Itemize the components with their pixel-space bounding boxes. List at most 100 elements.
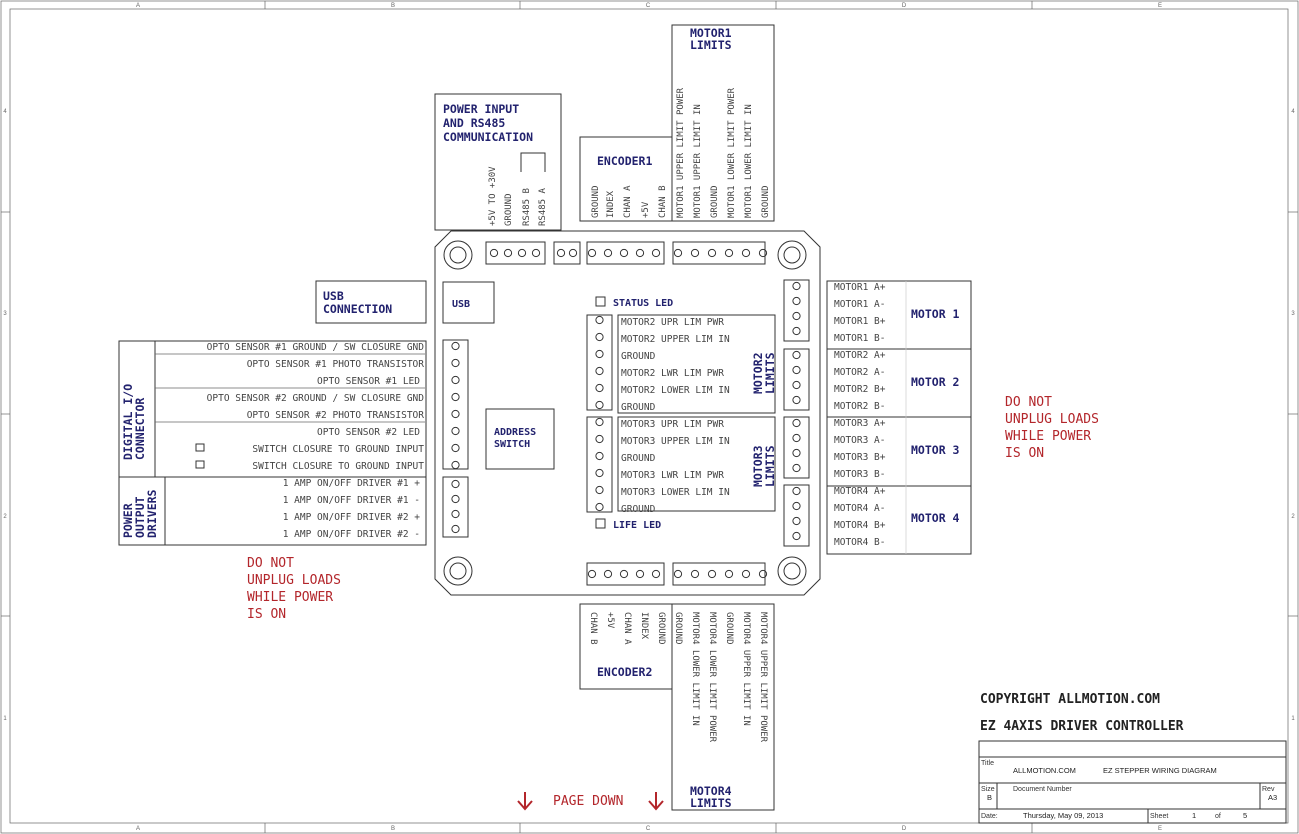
motor3-limit-row-4: MOTOR3 LWR LIM PWR xyxy=(621,470,724,481)
motor3-limits-connector-pin-1 xyxy=(595,417,604,427)
tb-docnum-label: Document Number xyxy=(1013,786,1072,793)
warning-left-line-4: IS ON xyxy=(247,607,286,622)
encoder1-connector-body xyxy=(586,241,665,265)
motor1-limits-connector-pin-6 xyxy=(758,248,768,258)
digital-io-block: DIGITAL I/O CONNECTOR OPTO SENSOR #1 GRO… xyxy=(118,340,427,478)
motor2-limits-connector-pin-3 xyxy=(595,349,604,359)
motor2-pin-1: MOTOR2 A+ xyxy=(834,350,886,361)
motor4-pin-3: MOTOR4 B+ xyxy=(834,520,886,531)
tb-date-value: Thursday, May 09, 2013 xyxy=(1023,811,1103,820)
motor4-limits-connector-body xyxy=(672,562,766,586)
motor4-limits-connector-pin-2 xyxy=(690,569,700,579)
power-output-title-1: POWER xyxy=(121,503,135,538)
encoder2-pin-2: +5V xyxy=(605,612,615,629)
mount-hole-outer-2 xyxy=(777,240,807,270)
grid-row-right-1: 1 xyxy=(1291,716,1295,722)
motor2-limits-title-2: LIMITS xyxy=(763,352,777,394)
drawing-title: EZ 4AXIS DRIVER CONTROLLER xyxy=(980,719,1184,734)
encoder2-pin-3: CHAN A xyxy=(622,612,632,645)
power-pin-3: RS485 B xyxy=(522,188,532,226)
motor4-limits-connector-pin-3 xyxy=(707,569,717,579)
motor2-connector-pin-2 xyxy=(792,365,801,375)
power-output-row-3: 1 AMP ON/OFF DRIVER #2 + xyxy=(283,512,421,523)
encoder2-pin-5: GROUND xyxy=(656,612,666,645)
board-outline xyxy=(434,230,821,596)
power-connector-pin-1 xyxy=(489,248,499,258)
motor1-pin-4: MOTOR1 B- xyxy=(834,333,885,344)
motor2-pin-4: MOTOR2 B- xyxy=(834,401,885,412)
tb-rev-value: A3 xyxy=(1268,793,1277,802)
motor3-pin-1: MOTOR3 A+ xyxy=(834,418,886,429)
digital-io-connector-pin-4 xyxy=(451,392,460,402)
motor1-limits-connector-pin-3 xyxy=(707,248,717,258)
rs485-connector-body xyxy=(553,241,581,265)
page-down-link[interactable]: PAGE DOWN xyxy=(517,792,664,811)
encoder2-connector-pin-1 xyxy=(587,569,597,579)
encoder1-connector-pin-2 xyxy=(603,248,613,258)
motor3-connector-pin-1 xyxy=(792,418,801,428)
motor1-connector-pin-2 xyxy=(792,296,801,306)
motor1-title: MOTOR 1 xyxy=(911,307,960,321)
motor4-pin-4: MOTOR4 B- xyxy=(834,537,885,548)
motor3-limits-connector-pin-6 xyxy=(595,502,604,512)
motor3-connector-body xyxy=(783,416,810,479)
power-output-title-2: OUTPUT xyxy=(133,496,147,538)
address-switch xyxy=(485,408,555,470)
grid-row-right-2: 2 xyxy=(1291,514,1295,520)
motor3-limit-row-3: GROUND xyxy=(621,453,656,464)
motor4-limits-connector-pin-1 xyxy=(673,569,683,579)
mount-hole-outer-1 xyxy=(443,240,473,270)
motor4-pin-2: MOTOR4 A- xyxy=(834,503,885,514)
encoder2-connector-pin-5 xyxy=(651,569,661,579)
power-pin-1: +5V TO +30V xyxy=(488,166,498,226)
grid-row-right-3: 3 xyxy=(1291,311,1295,317)
grid-col-bottom-D: D xyxy=(902,826,907,832)
page-down-arrow-right-icon xyxy=(648,792,664,811)
motor4-connector-pin-3 xyxy=(792,516,801,526)
warning-right-line-3: WHILE POWER xyxy=(1005,429,1091,444)
grid-row-left-4: 4 xyxy=(3,109,7,115)
motor-blocks: MOTOR1 A+ MOTOR1 A- MOTOR1 B+ MOTOR1 B- … xyxy=(826,280,972,555)
page-down-label: PAGE DOWN xyxy=(553,794,623,809)
motor2-pin-3: MOTOR2 B+ xyxy=(834,384,886,395)
motor4-limit-pin-3: MOTOR4 LOWER LIMIT POWER xyxy=(707,612,717,743)
digital-io-row-5: OPTO SENSOR #2 PHOTO TRANSISTOR xyxy=(247,410,425,421)
mount-holes xyxy=(443,240,807,586)
warning-right: DO NOT UNPLUG LOADS WHILE POWER IS ON xyxy=(1005,395,1099,461)
encoder1-pin-2: INDEX xyxy=(606,190,616,218)
motor3-connector-pin-2 xyxy=(792,433,801,443)
usb-block: USB CONNECTION USB xyxy=(315,280,495,324)
motor1-limit-pin-5: MOTOR1 LOWER LIMIT IN xyxy=(744,104,754,218)
motor2-title: MOTOR 2 xyxy=(911,375,959,389)
rs485-connector-pin-1 xyxy=(556,248,566,258)
copyright-text: COPYRIGHT ALLMOTION.COM xyxy=(980,692,1160,707)
encoder1-pin-1: GROUND xyxy=(591,185,601,218)
power-input-title-2: AND RS485 xyxy=(443,116,505,130)
power-input-title-1: POWER INPUT xyxy=(443,102,519,116)
page-down-arrow-left-icon xyxy=(517,792,533,811)
motor1-connector-pin-3 xyxy=(792,311,801,321)
status-led-icon xyxy=(595,296,606,307)
motor2-limit-row-2: MOTOR2 UPPER LIM IN xyxy=(621,334,730,345)
encoder2-block: CHAN B +5V CHAN A INDEX GROUND ENCODER2 xyxy=(579,603,673,690)
warning-left: DO NOT UNPLUG LOADS WHILE POWER IS ON xyxy=(247,556,341,622)
motor4-connector-body xyxy=(783,484,810,547)
power-output-row-1: 1 AMP ON/OFF DRIVER #1 + xyxy=(283,478,421,489)
motor1-limit-pin-2: MOTOR1 UPPER LIMIT IN xyxy=(693,104,703,218)
motor3-limits-connector-pin-4 xyxy=(595,468,604,478)
tb-rev-label: Rev xyxy=(1262,786,1275,793)
digital-io-connector-pin-2 xyxy=(451,358,460,368)
usb-title-1: USB xyxy=(323,289,344,303)
motor4-connector-pin-1 xyxy=(792,486,801,496)
address-switch-label-1: ADDRESS xyxy=(494,427,536,438)
motor3-limit-row-5: MOTOR3 LOWER LIM IN xyxy=(621,487,730,498)
motor2-connector-pin-3 xyxy=(792,380,801,390)
motor2-connector-pin-1 xyxy=(792,350,801,360)
motor4-limit-pin-4: GROUND xyxy=(724,612,734,645)
encoder2-pin-1: CHAN B xyxy=(588,612,598,645)
motor1-limits-connector-pin-1 xyxy=(673,248,683,258)
motor1-limits-connector-pin-5 xyxy=(741,248,751,258)
mount-hole-inner-1 xyxy=(449,246,467,264)
